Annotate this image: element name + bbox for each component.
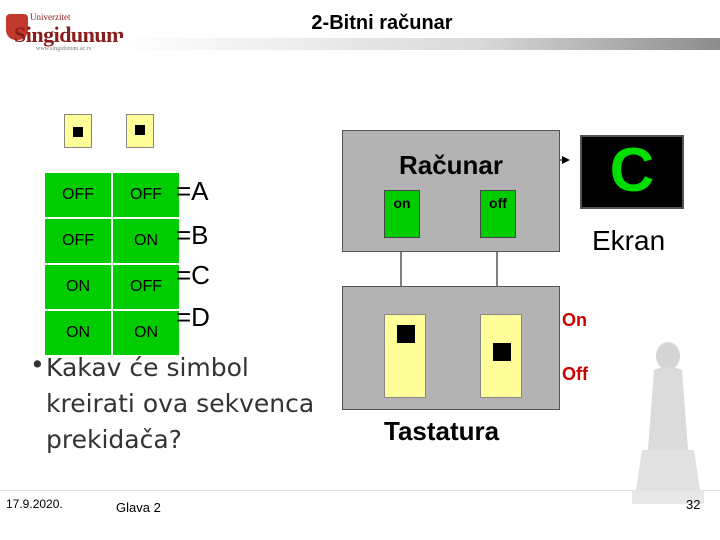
question-bullet: • xyxy=(30,350,45,379)
port-off: off xyxy=(480,190,516,238)
table-cell: OFF xyxy=(43,217,113,265)
symbol-a: =A xyxy=(176,176,209,206)
header-gradient-bar xyxy=(118,38,720,50)
table-row: OFF ON xyxy=(43,217,181,265)
logo-url-text: www.singidunum.ac.rs xyxy=(36,46,92,52)
footer-date: 17.9.2020. xyxy=(6,497,63,511)
logo-main-text: Singidunum xyxy=(14,22,124,47)
switch-knob xyxy=(73,127,83,137)
off-label: Off xyxy=(562,364,588,384)
table-cell: OFF xyxy=(43,171,113,219)
table-cell: OFF xyxy=(111,263,181,311)
screen-char: C xyxy=(609,136,655,205)
switch-combination-table: OFF OFF OFF ON ON OFF ON ON xyxy=(43,171,181,357)
screen-display: C xyxy=(580,135,684,209)
footer-divider xyxy=(0,490,720,491)
university-logo: Univerzitet Singidunum www.singidunum.ac… xyxy=(6,12,124,56)
screen-label: Ekran xyxy=(592,225,666,256)
keyboard-switch-on xyxy=(384,314,426,398)
table-row: ON OFF xyxy=(43,263,181,311)
keyboard-switch-off xyxy=(480,314,522,398)
table-row: OFF OFF xyxy=(43,171,181,219)
page-title: 2-Bitni računar xyxy=(311,12,453,34)
computer-box xyxy=(342,130,560,252)
logo-top-text: Univerzitet xyxy=(30,12,71,22)
logo-seal-icon xyxy=(6,14,28,40)
on-label: On xyxy=(562,310,587,330)
table-row: ON ON xyxy=(43,309,181,357)
question-text: Kakav će simbol kreirati ova sekvenca pr… xyxy=(46,353,315,454)
table-cell: ON xyxy=(43,309,113,357)
switch-knob xyxy=(135,125,145,135)
table-cell: ON xyxy=(43,263,113,311)
symbol-b: =B xyxy=(176,220,209,250)
switch-2 xyxy=(126,114,154,148)
switch-1 xyxy=(64,114,92,148)
page-number: 32 xyxy=(686,497,701,512)
symbol-c: =C xyxy=(176,260,210,290)
table-cell: ON xyxy=(111,217,181,265)
switch-knob xyxy=(397,325,415,343)
switch-knob xyxy=(493,343,511,361)
keyboard-box xyxy=(342,286,560,410)
keyboard-label: Tastatura xyxy=(384,416,500,446)
statue-watermark-icon xyxy=(632,342,704,504)
port-on: on xyxy=(384,190,420,238)
symbol-d: =D xyxy=(176,302,210,332)
table-cell: OFF xyxy=(111,171,181,219)
table-cell: ON xyxy=(111,309,181,357)
footer-course: Glava 2 xyxy=(116,500,161,515)
computer-label: Računar xyxy=(398,150,504,180)
